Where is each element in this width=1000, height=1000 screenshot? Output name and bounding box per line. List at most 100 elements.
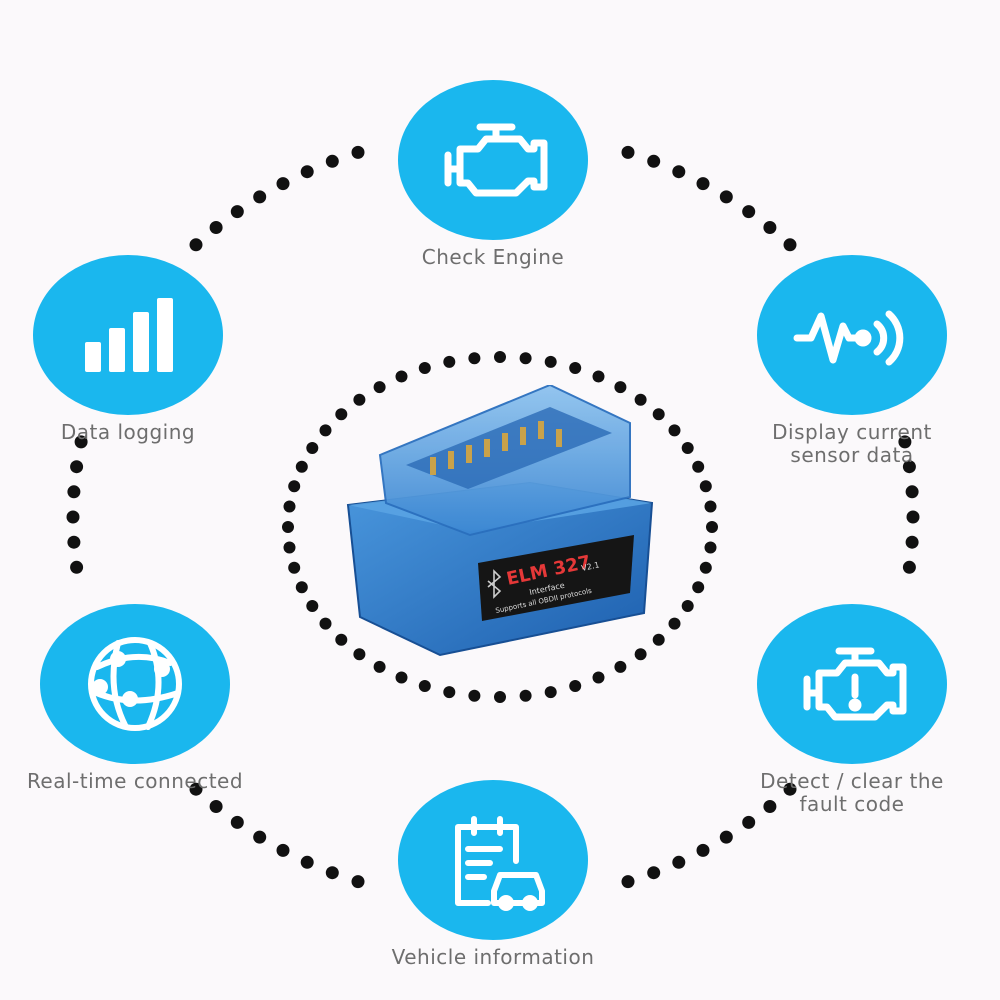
data-logging-label: Data logging — [60, 420, 196, 444]
ring-dot — [763, 800, 777, 813]
ring-dot — [672, 165, 686, 179]
ring-dot — [634, 648, 647, 661]
ring-dot — [905, 535, 919, 549]
check-engine-label: Check Engine — [421, 245, 565, 269]
ring-dot — [395, 671, 408, 684]
ring-dot — [614, 660, 627, 673]
ring-dot — [569, 680, 582, 692]
ring-dot — [300, 855, 314, 869]
device-version: V2.1 — [581, 560, 601, 573]
ring-dot — [614, 381, 627, 394]
ring-dot — [230, 815, 244, 829]
ring-dot — [621, 145, 635, 159]
ring-dot — [353, 393, 366, 406]
fault-code-label: Detect / clear the fault code — [760, 769, 944, 816]
ring-dot — [621, 875, 635, 889]
ring-dot — [668, 424, 681, 437]
ring-dot — [353, 648, 366, 661]
ring-dot — [592, 370, 605, 383]
ring-dot — [672, 855, 686, 869]
ring-dot — [74, 435, 88, 449]
ring-dot — [783, 782, 797, 796]
vehicle-clipboard-icon — [455, 816, 545, 911]
ring-dot — [647, 154, 661, 168]
ring-dot — [519, 352, 532, 365]
vehicle-info-bubble — [398, 780, 588, 940]
ring-dot — [418, 362, 431, 374]
ring-dot — [209, 800, 223, 813]
ring-dot — [319, 617, 332, 630]
ring-dot — [696, 177, 710, 191]
ring-dot — [209, 221, 223, 234]
ring-dot — [283, 500, 296, 513]
ring-dot — [230, 205, 244, 219]
ring-dot — [692, 581, 705, 594]
ring-dot — [443, 686, 456, 699]
ring-dot — [67, 535, 81, 549]
ring-dot — [719, 190, 733, 204]
bar-chart-icon — [85, 298, 173, 372]
ring-dot — [335, 408, 348, 421]
ring-dot — [468, 689, 481, 702]
ring-dot — [468, 352, 481, 365]
ring-dot — [494, 691, 506, 703]
ring-dot — [652, 408, 665, 421]
ring-dot — [668, 617, 681, 630]
ring-dot — [634, 393, 647, 406]
ring-dot — [742, 815, 756, 829]
ring-dot — [704, 541, 717, 554]
ring-dot — [189, 782, 203, 796]
sensor-wave-icon — [793, 310, 904, 366]
ring-dot — [189, 238, 203, 252]
ring-dot — [696, 843, 710, 857]
bluetooth-icon — [487, 569, 502, 599]
ring-dot — [70, 560, 84, 574]
ring-dot — [569, 362, 582, 374]
ring-dot — [692, 460, 705, 473]
ring-dot — [898, 435, 912, 449]
ring-dot — [519, 689, 532, 702]
ring-dot — [763, 221, 777, 234]
real-time-bubble — [40, 604, 230, 764]
ring-dot — [373, 660, 386, 673]
ring-dot — [288, 561, 301, 574]
ring-dot — [395, 370, 408, 383]
inner-dotted-ring — [282, 351, 718, 703]
ring-dot — [306, 600, 319, 612]
ring-dot — [295, 581, 308, 594]
ring-dot — [335, 633, 348, 646]
ring-dot — [66, 510, 80, 524]
sensor-data-bubble — [757, 255, 947, 415]
ring-dot — [325, 866, 339, 880]
ring-dot — [905, 485, 919, 499]
ring-dot — [699, 561, 712, 574]
ring-dot — [706, 521, 718, 533]
ring-dot — [652, 633, 665, 646]
ring-dot — [288, 480, 301, 493]
ring-dot — [494, 351, 506, 363]
fault-code-bubble — [757, 604, 947, 764]
ring-dot — [295, 460, 308, 473]
ring-dot — [276, 843, 290, 857]
real-time-label: Real-time connected — [26, 769, 244, 793]
feature-sensor-data: Display current sensor data — [732, 255, 972, 467]
ring-dot — [544, 355, 557, 368]
ring-dot — [67, 485, 81, 499]
ring-dot — [373, 381, 386, 394]
ring-dot — [306, 442, 319, 454]
ring-dot — [902, 560, 916, 574]
ring-dot — [647, 866, 661, 880]
ring-dot — [300, 165, 314, 179]
ring-dot — [283, 541, 296, 554]
check-engine-bubble — [398, 80, 588, 240]
ring-dot — [70, 460, 84, 474]
outer-dotted-ring — [66, 145, 920, 889]
feature-real-time: Real-time connected — [15, 604, 255, 793]
feature-vehicle-info: Vehicle information — [373, 780, 613, 969]
ring-dot — [783, 238, 797, 252]
ring-dot — [742, 205, 756, 219]
ring-dot — [544, 686, 557, 699]
ring-dot — [253, 190, 267, 204]
ring-dot — [276, 177, 290, 191]
